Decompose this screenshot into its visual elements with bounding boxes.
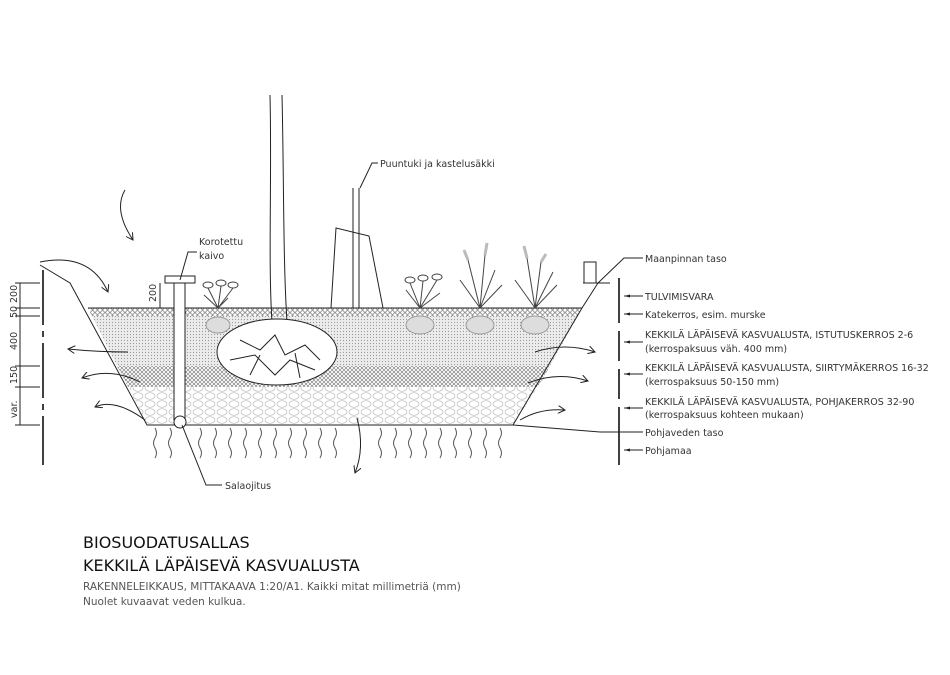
subsoil-label: Pohjamaa xyxy=(645,446,692,457)
water-flow-arrows xyxy=(39,189,595,473)
base-layer-note: (kerrospaksuus kohteen mukaan) xyxy=(645,410,804,421)
tree-stake-and-watering-bag xyxy=(330,162,384,309)
drain-pipe xyxy=(173,415,187,429)
transition-layer-note: (kerrospaksuus 50-150 mm) xyxy=(645,377,779,388)
raised-well-label-2: kaivo xyxy=(199,251,224,262)
dim-50: 50 xyxy=(9,306,20,318)
dim-var: var. xyxy=(9,401,20,419)
dim-400: 400 xyxy=(9,332,20,350)
raised-well: 200 Korotettu kaivo Salaojitus xyxy=(148,237,271,492)
base-layer xyxy=(128,387,538,425)
flood-margin-label: TULVIMISVARA xyxy=(644,292,714,303)
ground-level-label: Maanpinnan taso xyxy=(645,254,727,265)
mulch-label: Katekerros, esim. murske xyxy=(645,310,766,321)
perennial xyxy=(404,273,443,335)
transition-layer-label: KEKKILÄ LÄPÄISEVÄ KASVUALUSTA, SIIRTYMÄK… xyxy=(645,363,929,374)
stake-label: Puuntuki ja kastelusäkki xyxy=(380,159,495,170)
subsoil-infiltration xyxy=(153,427,502,459)
title-line-1: BIOSUODATUSALLAS xyxy=(83,533,250,552)
title-line-2: KEKKILÄ LÄPÄISEVÄ KASVUALUSTA xyxy=(83,556,360,575)
raised-well-label: Korotettu xyxy=(199,237,243,248)
drain-label: Salaojitus xyxy=(225,481,271,492)
scale-note: RAKENNELEIKKAUS, MITTAKAAVA 1:20/A1. Kai… xyxy=(83,581,461,593)
groundwater-label: Pohjaveden taso xyxy=(645,428,724,439)
planting-layer-note: (kerrospaksuus väh. 400 mm) xyxy=(645,344,787,355)
left-dimensions: 200 50 400 150 var. xyxy=(9,270,44,465)
perennial xyxy=(202,279,239,334)
grass xyxy=(514,245,558,335)
layer-legend: Maanpinnan taso TULVIMISVARA Katekerros,… xyxy=(512,254,929,465)
planting-layer-label: KEKKILÄ LÄPÄISEVÄ KASVUALUSTA, ISTUTUSKE… xyxy=(645,330,913,341)
grass xyxy=(459,242,503,335)
dim-150: 150 xyxy=(9,366,20,384)
arrow-note: Nuolet kuvaavat veden kulkua. xyxy=(83,596,246,608)
plants xyxy=(202,242,558,335)
base-layer-label: KEKKILÄ LÄPÄISEVÄ KASVUALUSTA, POHJAKERR… xyxy=(645,397,914,408)
mulch-layer xyxy=(88,308,582,316)
transition-layer xyxy=(117,366,550,387)
well-dim: 200 xyxy=(148,284,159,302)
tree xyxy=(216,94,338,386)
dim-200: 200 xyxy=(9,285,20,303)
title-block: BIOSUODATUSALLAS KEKKILÄ LÄPÄISEVÄ KASVU… xyxy=(83,533,461,608)
